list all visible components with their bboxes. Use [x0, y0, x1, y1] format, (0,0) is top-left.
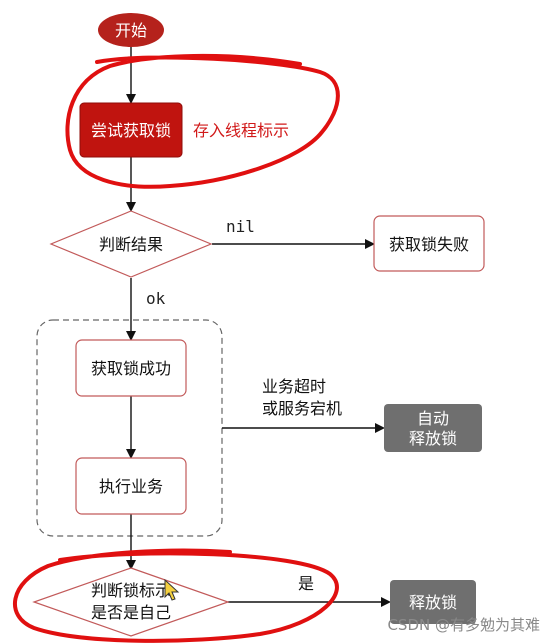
mouse-cursor-icon	[164, 578, 180, 601]
try-lock-node	[79, 102, 183, 158]
timeout-label-line2: 或服务宕机	[262, 399, 342, 418]
yes-edge-label: 是	[298, 574, 314, 593]
release-lock-label: 释放锁	[409, 593, 457, 612]
judge-result-label: 判断结果	[99, 235, 163, 254]
csdn-watermark: CSDN @有多勉为其难	[387, 616, 540, 634]
dashed-group-frame	[36, 319, 223, 537]
judge-owner-diamond	[32, 567, 230, 637]
execute-business-node	[75, 457, 187, 515]
timeout-label-line1: 业务超时	[262, 377, 326, 396]
lock-failed-label: 获取锁失败	[389, 235, 469, 254]
release-lock-node	[390, 580, 476, 624]
auto-release-node	[384, 404, 482, 452]
store-thread-id-annotation: 存入线程标示	[193, 121, 289, 140]
execute-business-label: 执行业务	[99, 477, 163, 496]
highlight-loop-top	[65, 53, 340, 189]
auto-release-label-line1: 自动	[417, 409, 449, 428]
lock-failed-node	[373, 215, 485, 272]
lock-success-label: 获取锁成功	[91, 359, 171, 378]
nil-edge-label: nil	[226, 217, 255, 236]
highlight-loop-bottom	[13, 548, 339, 643]
auto-release-label-line2: 释放锁	[409, 429, 457, 448]
start-node	[98, 13, 164, 47]
try-lock-label: 尝试获取锁	[91, 121, 171, 140]
judge-owner-label-line2: 是否是自己	[91, 603, 171, 622]
start-node-label: 开始	[115, 21, 147, 40]
lock-success-node	[75, 339, 187, 397]
judge-result-diamond	[49, 210, 213, 278]
judge-owner-label-line1: 判断锁标示	[91, 581, 171, 600]
ok-edge-label: ok	[146, 289, 166, 308]
